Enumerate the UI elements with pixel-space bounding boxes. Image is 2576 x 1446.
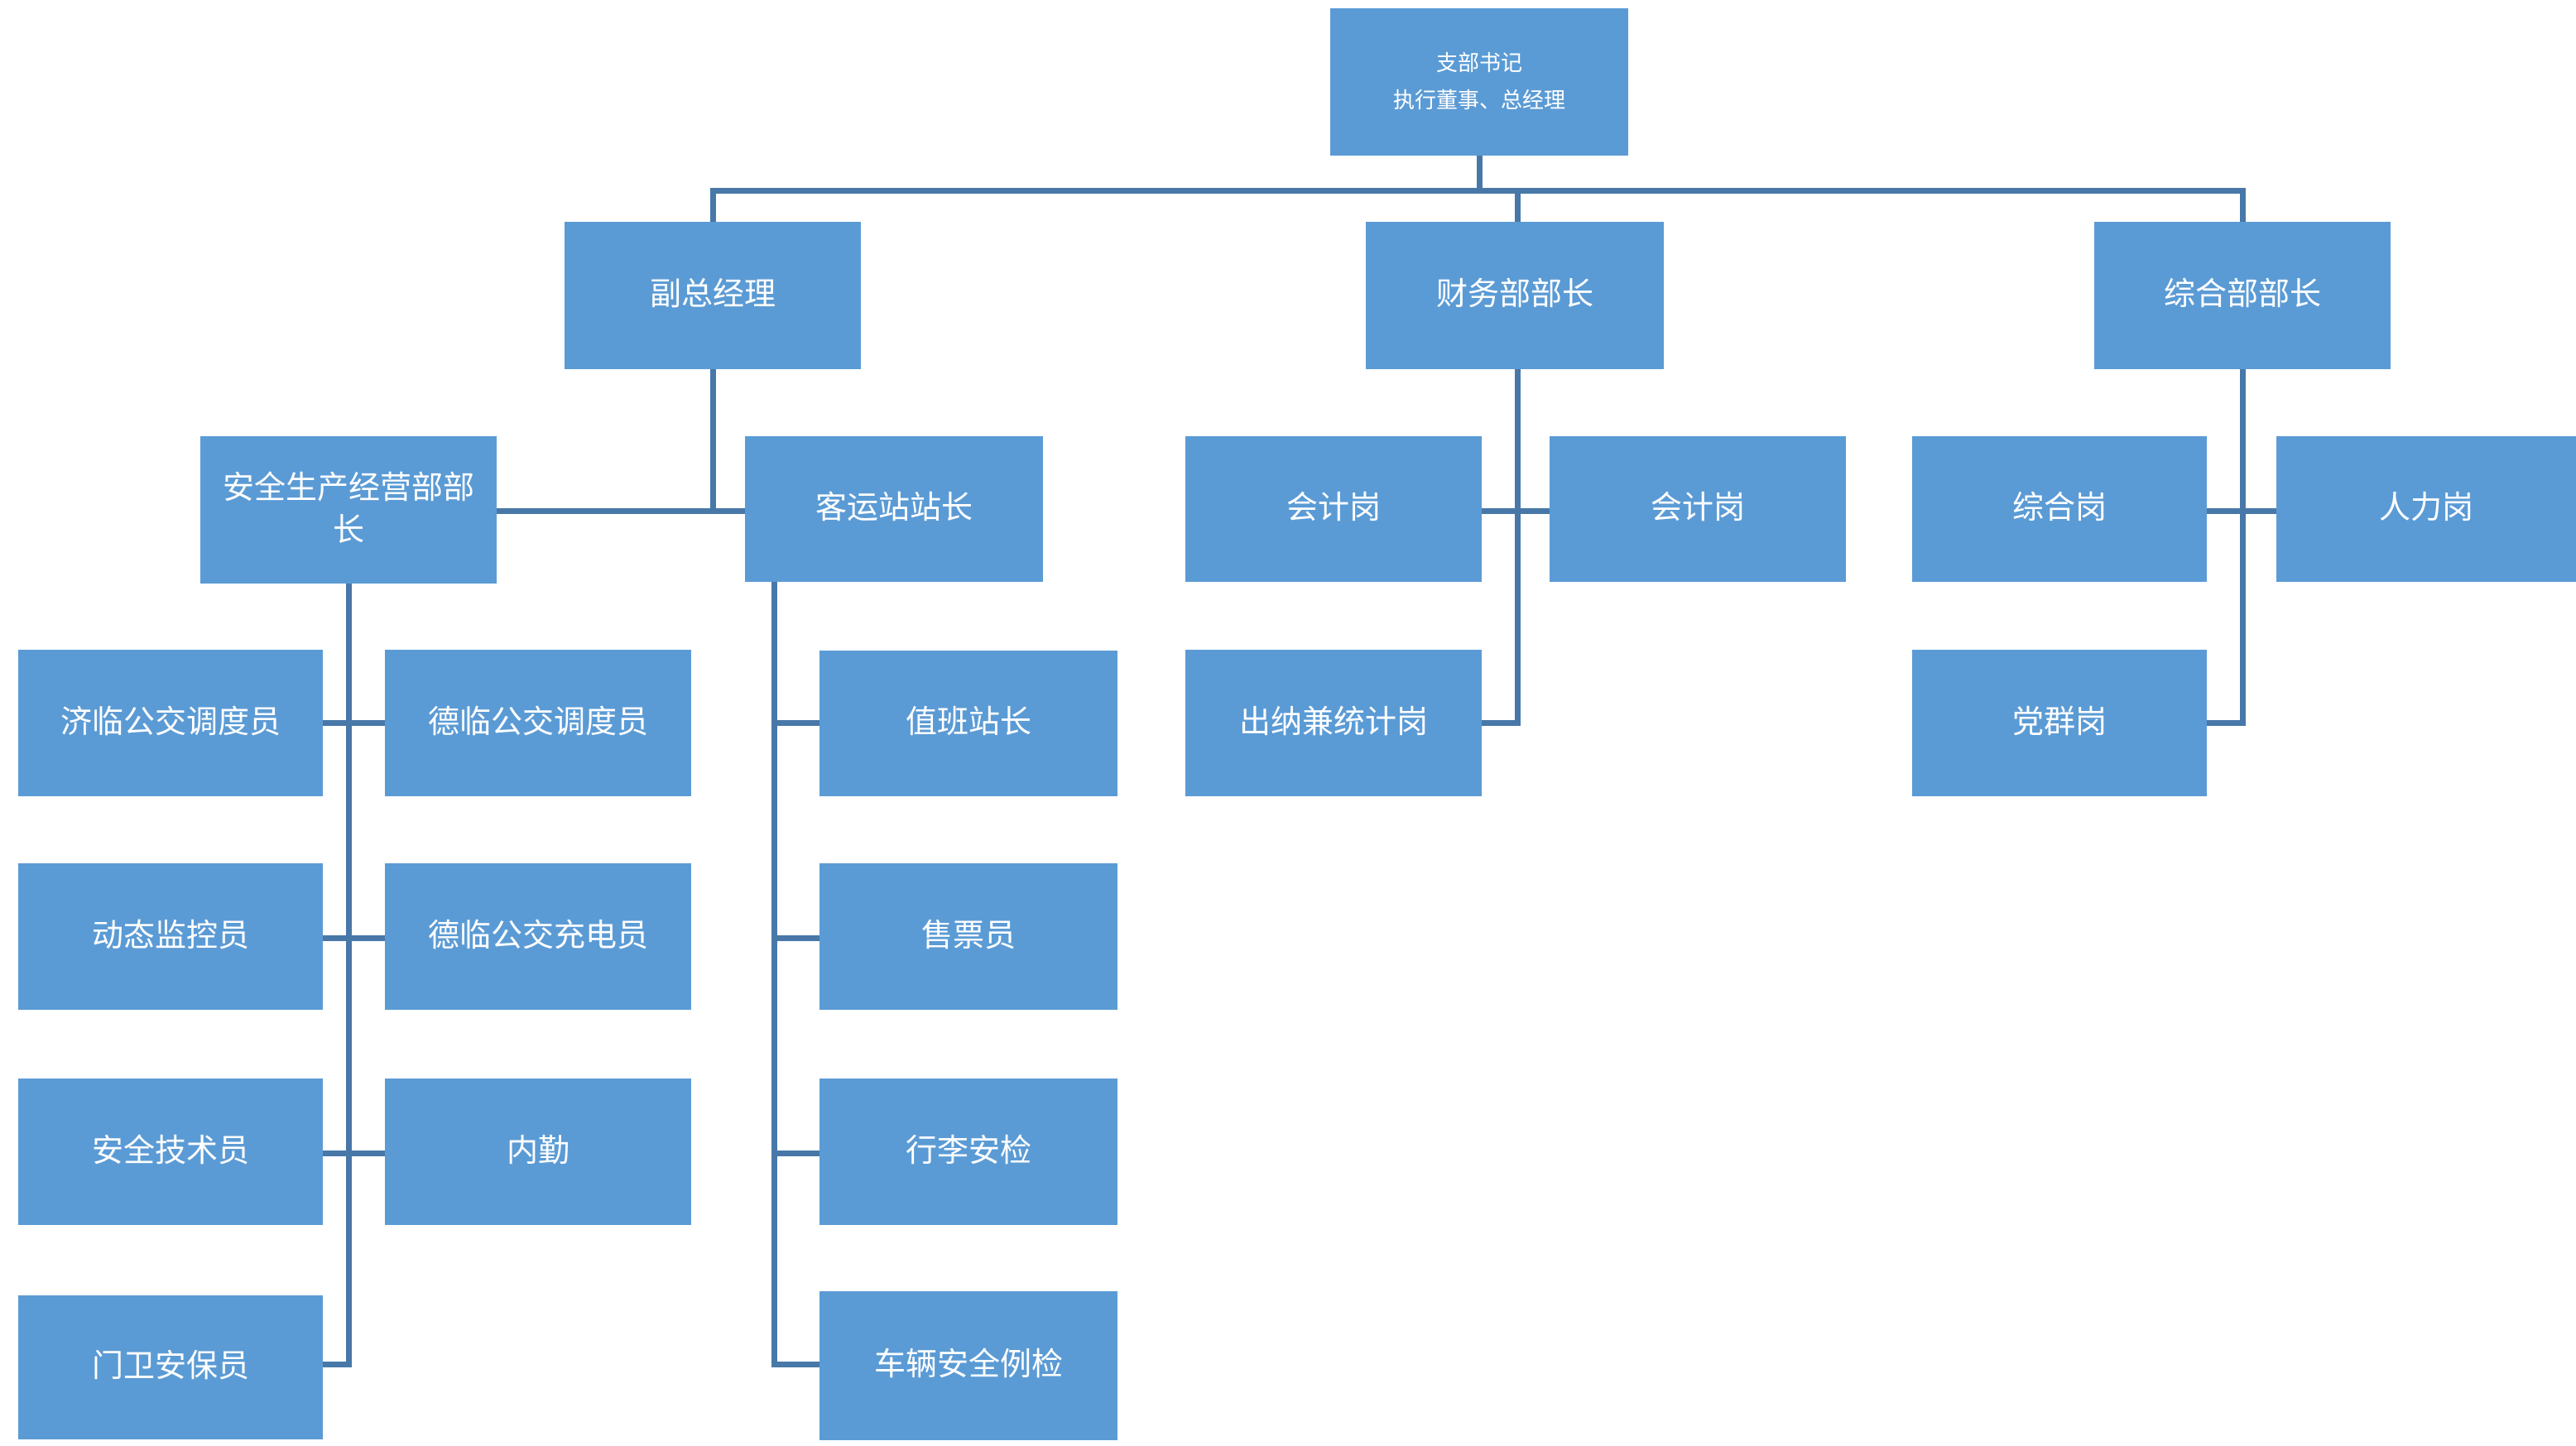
- node-label: 会计岗: [1286, 491, 1381, 526]
- node-cashier-statistics-post: 出纳兼统计岗: [1185, 650, 1482, 796]
- node-gate-security-guard: 门卫安保员: [18, 1295, 323, 1439]
- node-label: 财务部部长: [1435, 277, 1593, 313]
- connector-station-row2: [777, 935, 819, 941]
- connector-general-trunk: [2240, 369, 2246, 726]
- node-duty-station-chief: 值班站长: [819, 651, 1117, 796]
- node-label: 安全技术员: [91, 1133, 249, 1169]
- node-label: 动态监控员: [91, 918, 249, 954]
- node-safety-technician: 安全技术员: [18, 1078, 323, 1225]
- node-safety-ops-dept-head: 安全生产经营部部长: [200, 436, 497, 584]
- node-label: 济临公交调度员: [60, 704, 281, 740]
- connector-safety-ops-trunk: [346, 584, 352, 1367]
- connector-root-drop: [1477, 156, 1483, 194]
- node-baggage-security-check: 行李安检: [819, 1078, 1117, 1225]
- connector-accounting-horizontal: [1482, 508, 1550, 514]
- connector-drop-general-head: [2240, 188, 2246, 222]
- node-label: 党群岗: [2011, 704, 2107, 740]
- connector-cashier-elbow: [1482, 720, 1521, 726]
- node-label: 车辆安全例检: [873, 1348, 1063, 1383]
- node-ticket-seller: 售票员: [819, 863, 1117, 1010]
- connector-party-elbow: [2207, 720, 2246, 726]
- connector-left-row1: [323, 720, 385, 726]
- node-dynamic-monitor: 动态监控员: [18, 863, 323, 1010]
- connector-drop-deputy-gm: [710, 188, 716, 222]
- node-accounting-post-2: 会计岗: [1550, 436, 1846, 582]
- connector-level2-horizontal: [710, 188, 2246, 194]
- node-label: 值班站长: [905, 705, 1031, 741]
- node-label: 行李安检: [905, 1133, 1031, 1169]
- node-office-clerk: 内勤: [385, 1078, 691, 1225]
- node-hr-post: 人力岗: [2276, 436, 2576, 582]
- node-label: 综合岗: [2011, 491, 2107, 526]
- connector-station-chief-trunk: [771, 582, 777, 1367]
- node-label: 执行董事、总经理: [1392, 88, 1565, 113]
- connector-deputy-gm-down: [710, 369, 716, 514]
- node-branch-secretary-gm: 支部书记 执行董事、总经理: [1330, 8, 1628, 156]
- node-label: 综合部部长: [2163, 277, 2321, 313]
- node-label: 安全生产经营部部长: [222, 470, 474, 548]
- node-label: 德临公交充电员: [427, 918, 648, 954]
- node-label: 客运站站长: [815, 491, 973, 526]
- connector-station-row4-elbow: [771, 1362, 819, 1367]
- connector-safety-station-horizontal: [497, 508, 745, 514]
- node-general-dept-head: 综合部部长: [2094, 222, 2391, 369]
- connector-drop-finance-head: [1515, 188, 1521, 222]
- node-deputy-gm: 副总经理: [565, 222, 861, 369]
- node-finance-dept-head: 财务部部长: [1366, 222, 1664, 369]
- node-label: 会计岗: [1650, 491, 1745, 526]
- connector-left-row2: [323, 935, 385, 941]
- node-party-group-post: 党群岗: [1912, 650, 2207, 796]
- connector-general-post-horizontal: [2207, 508, 2276, 514]
- node-label: 副总经理: [649, 277, 776, 313]
- node-label: 德临公交调度员: [427, 704, 648, 740]
- node-label: 门卫安保员: [91, 1349, 249, 1385]
- connector-left-row3: [323, 1151, 385, 1156]
- node-vehicle-safety-inspection: 车辆安全例检: [819, 1291, 1117, 1440]
- node-label: 人力岗: [2378, 491, 2473, 526]
- node-label: 支部书记: [1435, 50, 1522, 75]
- node-accounting-post-1: 会计岗: [1185, 436, 1482, 582]
- node-passenger-station-chief: 客运站站长: [745, 436, 1043, 582]
- node-general-post: 综合岗: [1912, 436, 2207, 582]
- node-delin-bus-dispatcher: 德临公交调度员: [385, 650, 691, 796]
- connector-station-row1: [777, 720, 819, 726]
- node-label: 内勤: [506, 1133, 570, 1169]
- connector-station-row3: [777, 1151, 819, 1156]
- node-jilin-bus-dispatcher: 济临公交调度员: [18, 650, 323, 796]
- node-delin-bus-charger: 德临公交充电员: [385, 863, 691, 1010]
- connector-left-row4-elbow: [323, 1362, 352, 1367]
- node-label: 售票员: [920, 918, 1016, 954]
- connector-finance-trunk: [1515, 369, 1521, 726]
- node-label: 出纳兼统计岗: [1238, 704, 1428, 740]
